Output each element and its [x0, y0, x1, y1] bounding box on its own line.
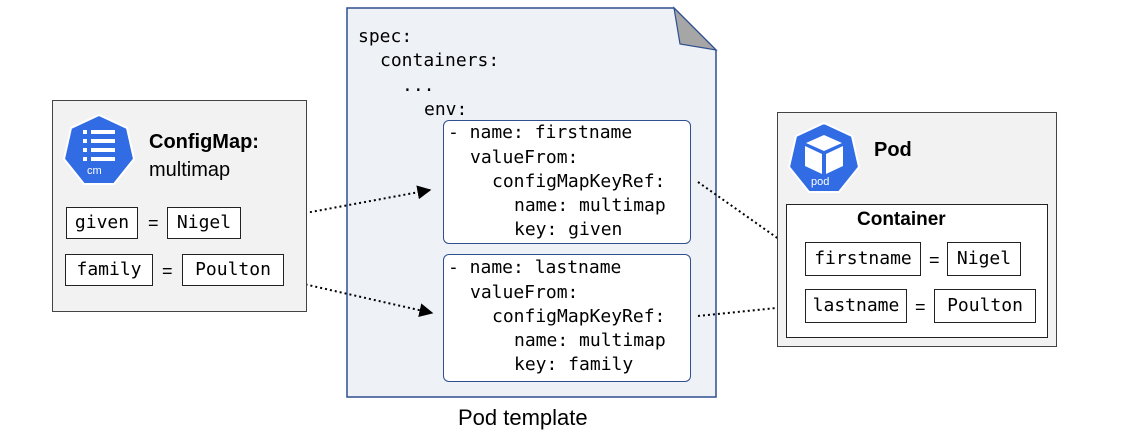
- configmap-value-poulton: Poulton: [182, 254, 284, 286]
- env-entry-firstname: [443, 120, 691, 244]
- configmap-key-family: family: [65, 254, 153, 286]
- env1-line-cmname: name: multimap: [514, 195, 666, 216]
- env2-line-valuefrom: valueFrom:: [470, 282, 579, 303]
- code-ellipsis: ...: [402, 75, 435, 96]
- pod-var-key-firstname: firstname: [805, 242, 921, 276]
- configmap-key-given: given: [66, 207, 138, 239]
- configmap-name: multimap: [149, 159, 231, 181]
- configmap-icon: [62, 113, 136, 185]
- pod-icon-label: pod: [811, 176, 830, 188]
- equals-sign: =: [929, 250, 940, 270]
- configmap-value-nigel: Nigel: [167, 207, 241, 239]
- equals-sign: =: [915, 297, 926, 317]
- env1-line-valuefrom: valueFrom:: [470, 147, 579, 168]
- equals-sign: =: [148, 213, 159, 233]
- arrow-env1-to-firstname: [697, 181, 802, 255]
- configmap-icon-label: cm: [87, 165, 102, 177]
- env-entry-lastname: [443, 254, 691, 382]
- code-spec: spec:: [358, 26, 413, 47]
- code-env: env:: [424, 99, 468, 120]
- env1-line-name: - name: firstname: [448, 122, 633, 143]
- env1-line-configmapkeyref: configMapKeyRef:: [492, 171, 666, 192]
- env2-line-configmapkeyref: configMapKeyRef:: [492, 306, 666, 327]
- pod-var-value-poulton: Poulton: [934, 289, 1036, 323]
- pod-icon: [787, 121, 861, 193]
- container-title: Container: [857, 209, 946, 230]
- configmap-title: ConfigMap:: [149, 131, 259, 153]
- env2-line-name: - name: lastname: [448, 257, 622, 278]
- arrow-env2-to-lastname: [697, 300, 798, 317]
- env2-line-cmname: name: multimap: [514, 330, 666, 351]
- pod-var-key-lastname: lastname: [805, 289, 907, 323]
- pod-template-caption: Pod template: [458, 405, 588, 430]
- env2-line-key: key: family: [514, 354, 634, 375]
- pod-var-value-nigel: Nigel: [947, 242, 1021, 276]
- pod-title: Pod: [874, 139, 912, 161]
- document-fold: [673, 6, 718, 51]
- code-containers: containers:: [380, 50, 500, 71]
- env1-line-key: key: given: [514, 219, 623, 240]
- equals-sign: =: [162, 261, 173, 281]
